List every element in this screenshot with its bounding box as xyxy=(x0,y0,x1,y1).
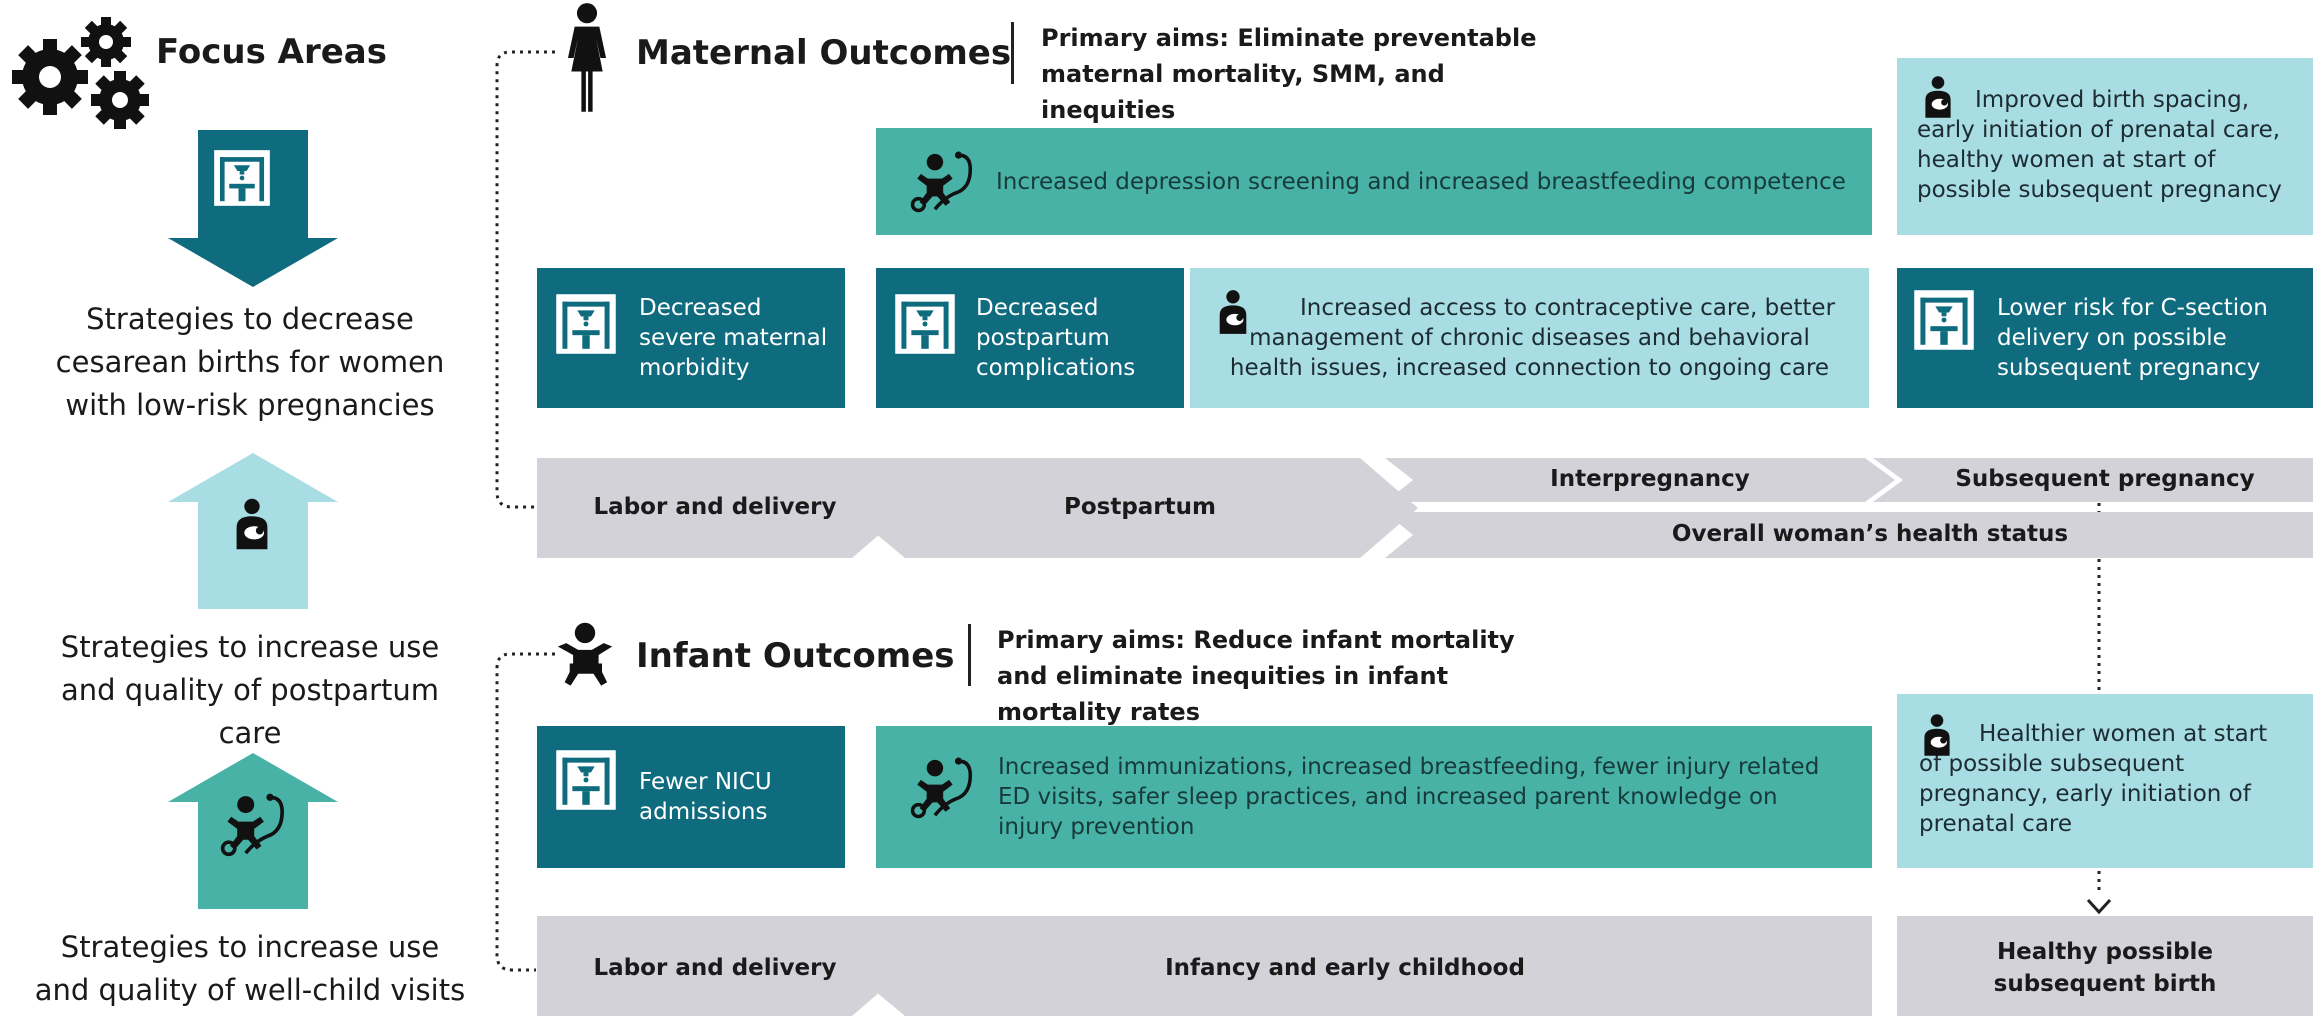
timeline-infant-labor-delivery: Labor and delivery xyxy=(593,955,837,981)
chevron-subsequent-pregnancy xyxy=(1873,458,2313,502)
chevron-postpartum xyxy=(845,458,1418,558)
timeline-labor-delivery: Labor and delivery xyxy=(593,494,837,520)
box-contraceptive-care: Increased access to contraceptive care, … xyxy=(1190,268,1869,408)
box-depression-text: Increased depression screening and incre… xyxy=(996,168,1846,195)
divider xyxy=(1011,22,1014,84)
timeline-infancy: Infancy and early childhood xyxy=(1165,955,1525,981)
infant-primary-aims: Primary aims: Reduce infant mortality an… xyxy=(997,626,1515,726)
gears-icon xyxy=(12,17,149,129)
box-birth-spacing: Improved birth spacing, early initiation… xyxy=(1897,58,2313,235)
box-immunizations-text: Increased immunizations, increased breas… xyxy=(998,754,1820,840)
box-smm-text: Decreased severe maternal morbidity xyxy=(639,295,828,381)
box-postpartum-complications: Decreased postpartum complications xyxy=(876,268,1184,408)
box-healthier-text: Healthier women at start of possible sub… xyxy=(1919,721,2268,837)
band-healthy-birth xyxy=(1897,916,2313,1016)
box-birth-spacing-text: Improved birth spacing, early initiation… xyxy=(1917,86,2282,203)
strategy-well-child: Strategies to increase use and quality o… xyxy=(34,930,466,1007)
chevron-infant-labor-delivery xyxy=(537,916,910,1016)
strategy-postpartum: Strategies to increase use and quality o… xyxy=(60,630,440,750)
box-nicu-text: Fewer NICU admissions xyxy=(639,769,772,825)
timeline-interpregnancy: Interpregnancy xyxy=(1550,466,1750,492)
box-contraceptive-text: Increased access to contraceptive care, … xyxy=(1229,295,1836,381)
box-depression-screening: Increased depression screening and incre… xyxy=(876,128,1872,235)
maternal-outcomes-title: Maternal Outcomes xyxy=(636,33,1012,73)
infant-outcomes-title: Infant Outcomes xyxy=(636,636,955,676)
timeline-healthy-birth: Healthy possible subsequent birth xyxy=(1993,939,2217,997)
box-nicu: Fewer NICU admissions xyxy=(537,726,845,868)
box-complications-text: Decreased postpartum complications xyxy=(976,295,1136,381)
box-immunizations: Increased immunizations, increased breas… xyxy=(876,726,1872,868)
box-severe-morbidity: Decreased severe maternal morbidity xyxy=(537,268,845,408)
maternal-primary-aims: Primary aims: Eliminate preventable mate… xyxy=(1041,24,1537,124)
strategy-cesarean: Strategies to decrease cesarean births f… xyxy=(55,302,445,422)
timeline-postpartum: Postpartum xyxy=(1063,494,1216,520)
down-arrow-shape xyxy=(168,130,338,287)
chevron-labor-delivery xyxy=(537,458,910,558)
box-healthier-women: Healthier women at start of possible sub… xyxy=(1897,694,2313,868)
box-csection-risk: Lower risk for C-section delivery on pos… xyxy=(1897,268,2313,408)
chevron-infancy xyxy=(845,916,1872,1016)
timeline-overall-health: Overall woman’s health status xyxy=(1671,521,2069,547)
focus-areas-title: Focus Areas xyxy=(156,32,387,72)
box-csection-text: Lower risk for C-section delivery on pos… xyxy=(1997,295,2268,381)
chevron-interpregnancy xyxy=(1385,458,1895,502)
divider xyxy=(968,624,971,686)
timeline-subsequent-pregnancy: Subsequent pregnancy xyxy=(1955,466,2255,492)
band-overall-health xyxy=(1385,512,2313,558)
